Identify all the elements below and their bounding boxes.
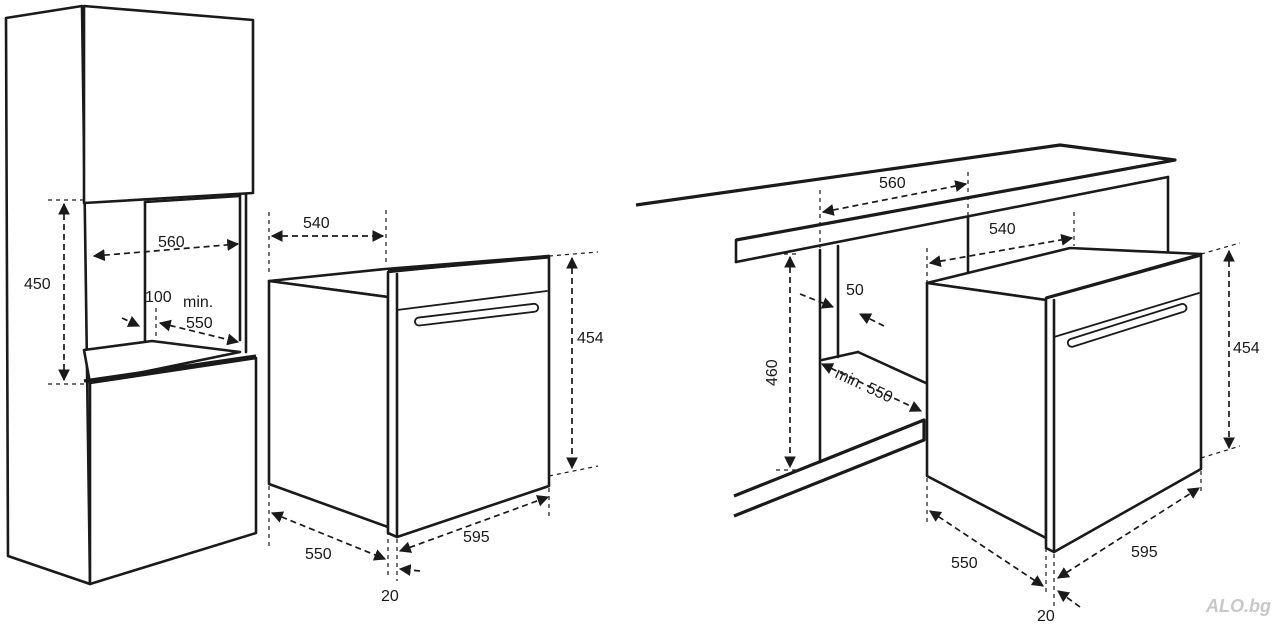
label-100: 100 [145, 289, 172, 306]
oven-right-control-panel-line [1053, 292, 1200, 338]
dim-line-50-left [799, 293, 835, 309]
oven-right-door-handle [1066, 303, 1188, 348]
label-454-right: 454 [1233, 340, 1260, 357]
label-min-550: min. 550 [832, 365, 895, 406]
label-20-right: 20 [1037, 608, 1055, 625]
label-550-right: 550 [951, 555, 978, 572]
dim-line-100 [121, 316, 141, 327]
dim-line-550-niche [158, 319, 240, 346]
label-550-left: 550 [305, 546, 332, 563]
tall-cabinet-side-panel [4, 4, 92, 586]
tall-cabinet-lower-door [88, 356, 258, 586]
oven-left-dimensions [268, 210, 599, 581]
dim-line-595-right [1056, 487, 1201, 579]
tall-cabinet-upper-door [82, 4, 255, 205]
oven-right-side [925, 281, 1048, 540]
label-20-left: 20 [381, 588, 399, 605]
dim-line-50-right [858, 313, 885, 327]
oven-left-door-handle [414, 302, 540, 327]
oven-left [267, 254, 551, 539]
tall-cabinet-shelf-edge [83, 354, 257, 383]
label-540-left: 540 [303, 215, 330, 232]
dim-line-min-550 [820, 363, 923, 412]
watermark-logo: ALO.bg [1205, 596, 1271, 616]
oven-right-front-top-edge [1045, 253, 1202, 300]
label-450: 450 [24, 276, 51, 293]
tall-cabinet [4, 4, 258, 586]
dim-line-540-right [928, 233, 1074, 268]
dim-line-595-left [398, 495, 550, 553]
label-560-right: 560 [879, 175, 906, 192]
dim-line-20-left [398, 564, 421, 576]
label-50: 50 [846, 282, 864, 299]
oven-left-front [386, 254, 551, 539]
dim-line-20-right [1057, 590, 1081, 608]
label-595-right: 595 [1131, 544, 1158, 561]
oven-right-dimensions [926, 242, 1241, 610]
dim-line-550-left [270, 511, 387, 561]
dim-line-560-niche [92, 238, 240, 262]
oven-left-front-top-edge [387, 255, 550, 273]
oven-left-control-panel-line [396, 290, 548, 311]
label-595-left: 595 [463, 529, 490, 546]
dim-line-550-right [929, 510, 1044, 587]
label-454-left: 454 [577, 330, 604, 347]
under-counter-dimensions [776, 172, 1075, 471]
niche-floor [82, 339, 242, 385]
label-550-niche: 550 [186, 315, 213, 332]
niche-right-floor-back [820, 350, 860, 362]
label-540-right: 540 [989, 221, 1016, 238]
countertop-bottom-edge [734, 175, 1170, 264]
oven-left-side [267, 279, 390, 529]
tall-cabinet-dimensions [48, 199, 240, 385]
dimension-labels: 450 560 100 min. 550 540 454 550 595 20 … [24, 175, 1260, 625]
niche-top-back-edge [143, 194, 242, 204]
label-460: 460 [764, 359, 781, 386]
label-560-niche: 560 [158, 234, 185, 251]
plinth-edge [733, 418, 926, 518]
oven-right [925, 246, 1203, 554]
dim-line-560-right [821, 180, 968, 216]
niche-floor-right [818, 418, 926, 464]
label-min: min. [183, 294, 213, 311]
